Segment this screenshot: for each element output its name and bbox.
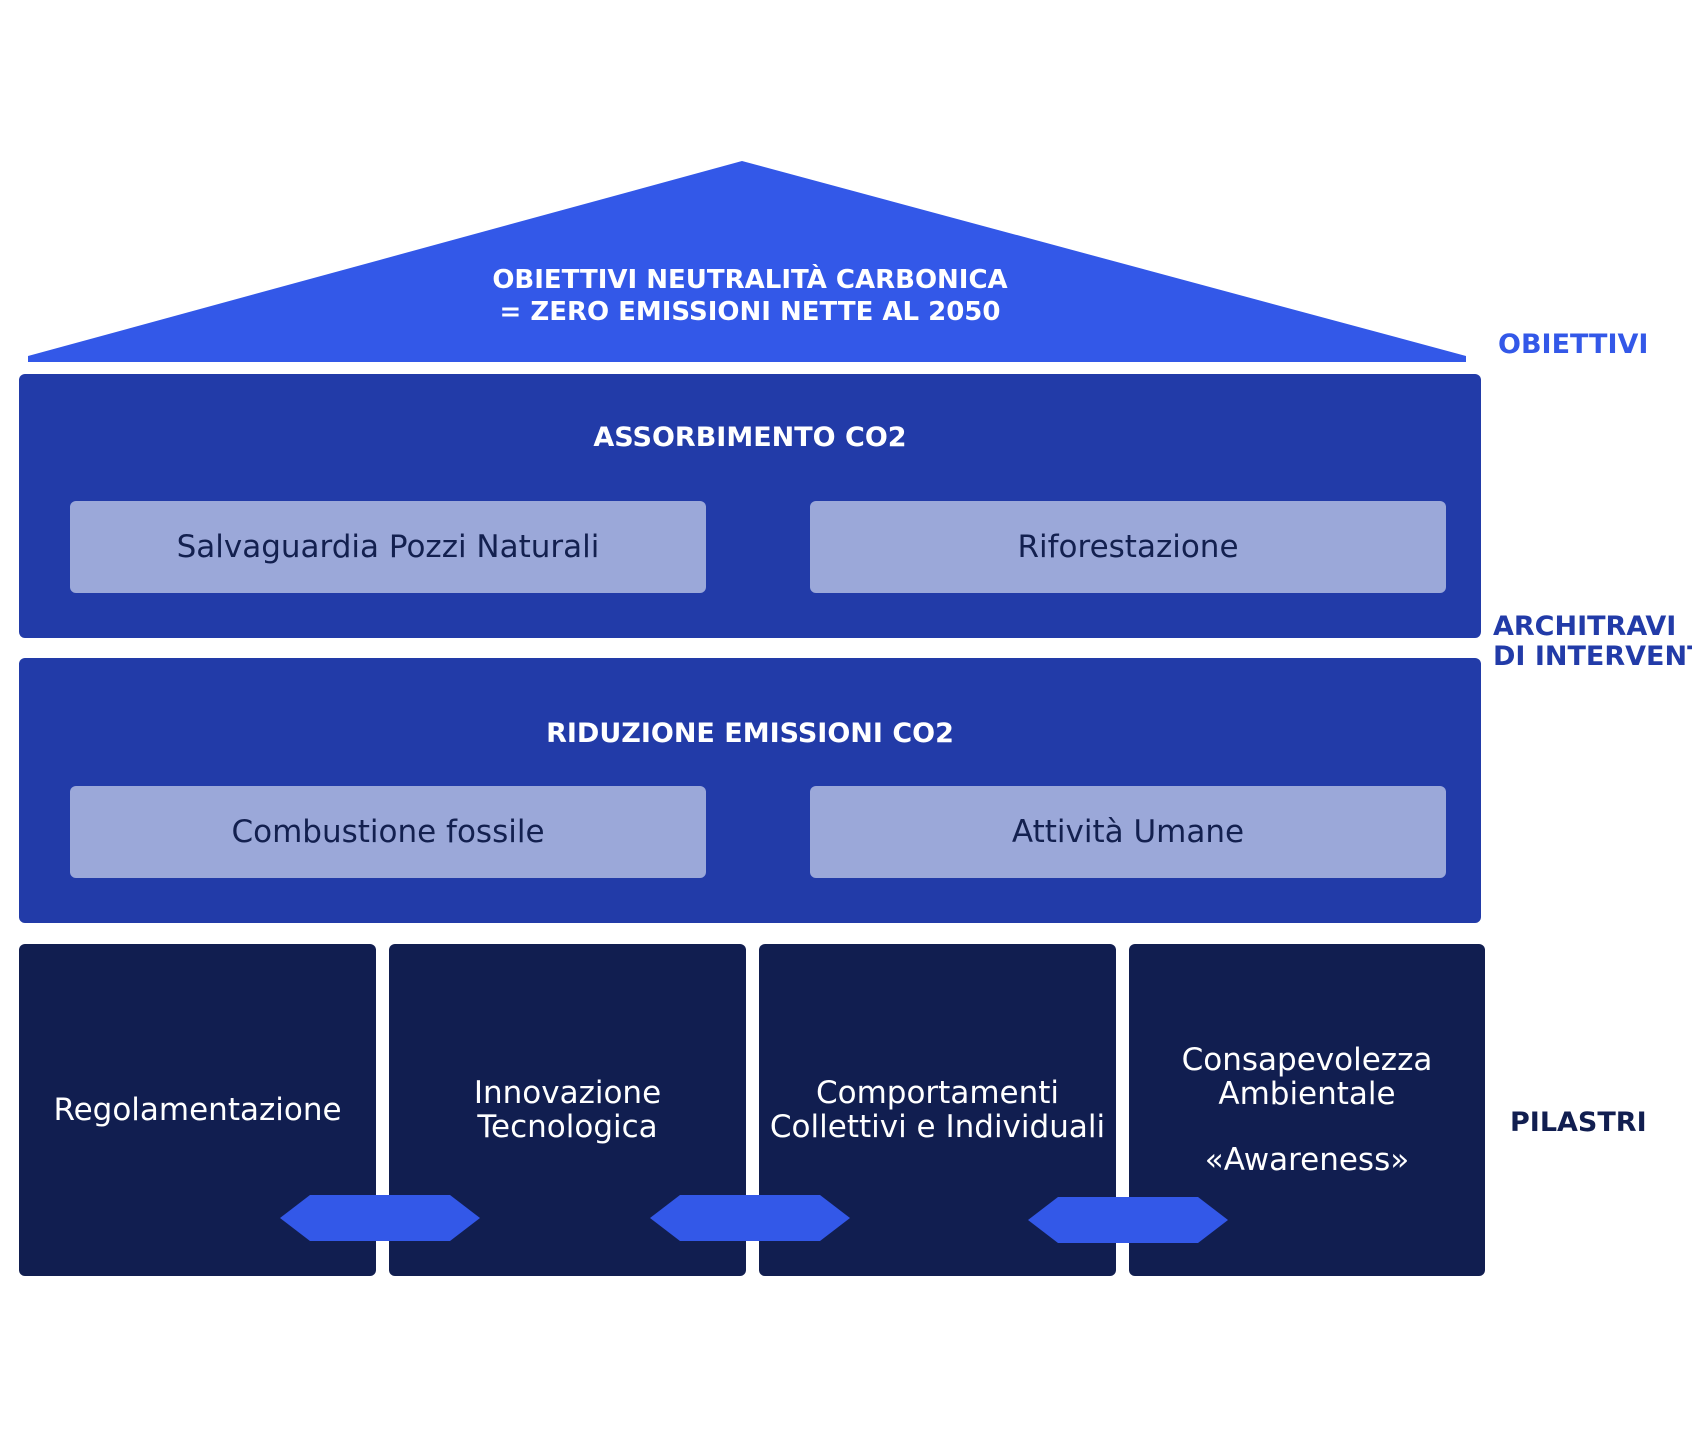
pillar-label: «Awareness» xyxy=(1204,1142,1410,1178)
pillar-label: Regolamentazione xyxy=(53,1092,342,1128)
pillar-label: Comportamenti xyxy=(815,1075,1060,1111)
band-title-reduction: RIDUZIONE EMISSIONI CO2 xyxy=(546,718,954,749)
pillar-label: Ambientale xyxy=(1218,1076,1396,1112)
pillar-label: Collettivi e Individuali xyxy=(769,1109,1106,1145)
roof-shape xyxy=(28,161,1466,362)
pillar-label: Innovazione xyxy=(473,1075,662,1111)
pillar-label: Tecnologica xyxy=(477,1109,658,1145)
side-label-pillars: PILASTRI xyxy=(1510,1107,1647,1138)
side-label-architraves: ARCHITRAVI DI INTERVENTO xyxy=(1493,612,1692,672)
side-label-architraves-line2: DI INTERVENTO xyxy=(1493,641,1692,672)
sub-box-natural-sinks: Salvaguardia Pozzi Naturali xyxy=(70,501,706,593)
roof-title-line2: = ZERO EMISSIONI NETTE AL 2050 xyxy=(499,297,1001,327)
side-label-objectives: OBIETTIVI xyxy=(1498,329,1649,360)
roof-title: OBIETTIVI NEUTRALITÀ CARBONICA = ZERO EM… xyxy=(390,264,1110,328)
double-arrow-connector-icon xyxy=(1028,1197,1228,1243)
side-label-architraves-line1: ARCHITRAVI xyxy=(1493,611,1677,642)
double-arrow-connector-icon xyxy=(280,1195,480,1241)
sub-box-reforestation: Riforestazione xyxy=(810,501,1446,593)
sub-box-human-activities: Attività Umane xyxy=(810,786,1446,878)
band-reduction: RIDUZIONE EMISSIONI CO2 Combustione foss… xyxy=(19,658,1481,923)
band-title-absorption: ASSORBIMENTO CO2 xyxy=(593,422,907,453)
double-arrow-connector-icon xyxy=(650,1195,850,1241)
sub-box-fossil-combustion: Combustione fossile xyxy=(70,786,706,878)
pillar-label: Consapevolezza xyxy=(1181,1042,1433,1078)
pillar-environmental-awareness: Consapevolezza Ambientale «Awareness» xyxy=(1129,944,1485,1276)
roof-title-line1: OBIETTIVI NEUTRALITÀ CARBONICA xyxy=(492,265,1008,295)
band-absorption: ASSORBIMENTO CO2 Salvaguardia Pozzi Natu… xyxy=(19,374,1481,638)
